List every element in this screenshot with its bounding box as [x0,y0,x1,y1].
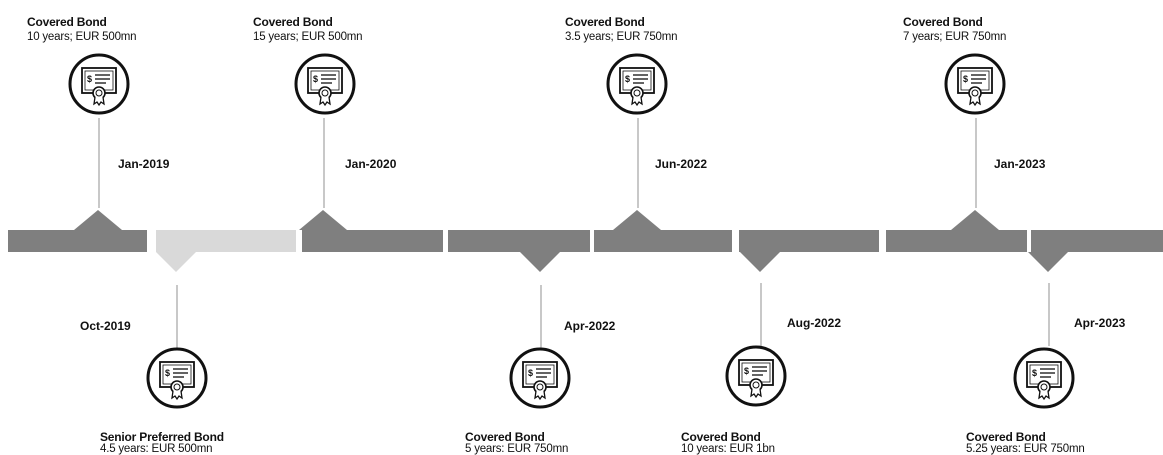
certificate-icon: $ [509,347,571,409]
timeline-pointer [299,210,347,230]
event-title: Covered Bond [681,430,761,444]
timeline-pointer [520,252,560,272]
connector-line [540,285,542,348]
event-date: Oct-2019 [80,319,131,333]
event-title: Covered Bond [903,15,983,29]
connector-line [975,118,977,208]
svg-text:$: $ [87,74,92,84]
timeline-segment [886,230,1027,252]
connector-line [323,118,325,208]
event-detail: 15 years; EUR 500mn [253,31,363,43]
event-title: Senior Preferred Bond [100,430,224,444]
svg-text:$: $ [1032,368,1037,378]
timeline-segment [594,230,732,252]
event-detail: 3.5 years; EUR 750mn [565,31,678,43]
svg-text:$: $ [528,368,533,378]
timeline-segment [302,230,443,252]
connector-line [760,283,762,346]
svg-text:$: $ [625,74,630,84]
timeline-pointer [740,252,780,272]
certificate-icon: $ [1013,347,1075,409]
timeline-segment [1031,230,1163,252]
timeline-pointer [74,210,122,230]
certificate-icon: $ [294,53,356,115]
event-date: Jun-2022 [655,157,708,171]
certificate-icon: $ [146,347,208,409]
connector-line [1048,283,1050,346]
timeline-segment [448,230,590,252]
event-date: Jan-2023 [994,157,1046,171]
certificate-icon: $ [68,53,130,115]
event-title: Covered Bond [253,15,333,29]
certificate-icon: $ [606,53,668,115]
event-detail: 5.25 years: EUR 750mn [966,443,1085,455]
svg-text:$: $ [744,366,749,376]
certificate-icon: $ [944,53,1006,115]
event-date: Apr-2022 [564,319,616,333]
event-detail: 4.5 years: EUR 500mn [100,443,213,455]
event-date: Jan-2019 [118,157,170,171]
timeline-segment [8,230,147,252]
svg-text:$: $ [963,74,968,84]
event-detail: 5 years: EUR 750mn [465,443,569,455]
event-detail: 7 years; EUR 750mn [903,31,1007,43]
event-date: Apr-2023 [1074,316,1126,330]
event-detail: 10 years: EUR 1bn [681,443,775,455]
event-title: Covered Bond [565,15,645,29]
event-title: Covered Bond [966,430,1046,444]
timeline-segment [156,230,296,252]
timeline-pointer [156,252,196,272]
svg-text:$: $ [165,368,170,378]
event-title: Covered Bond [465,430,545,444]
timeline-segment [739,230,879,252]
event-detail: 10 years; EUR 500mn [27,31,137,43]
svg-text:$: $ [313,74,318,84]
timeline-pointer [951,210,999,230]
event-title: Covered Bond [27,15,107,29]
event-date: Jan-2020 [345,157,397,171]
connector-line [176,285,178,348]
timeline-pointer [613,210,661,230]
certificate-icon: $ [725,345,787,407]
timeline-pointer [1028,252,1068,272]
event-date: Aug-2022 [787,316,842,330]
connector-line [98,118,100,208]
connector-line [637,118,639,208]
